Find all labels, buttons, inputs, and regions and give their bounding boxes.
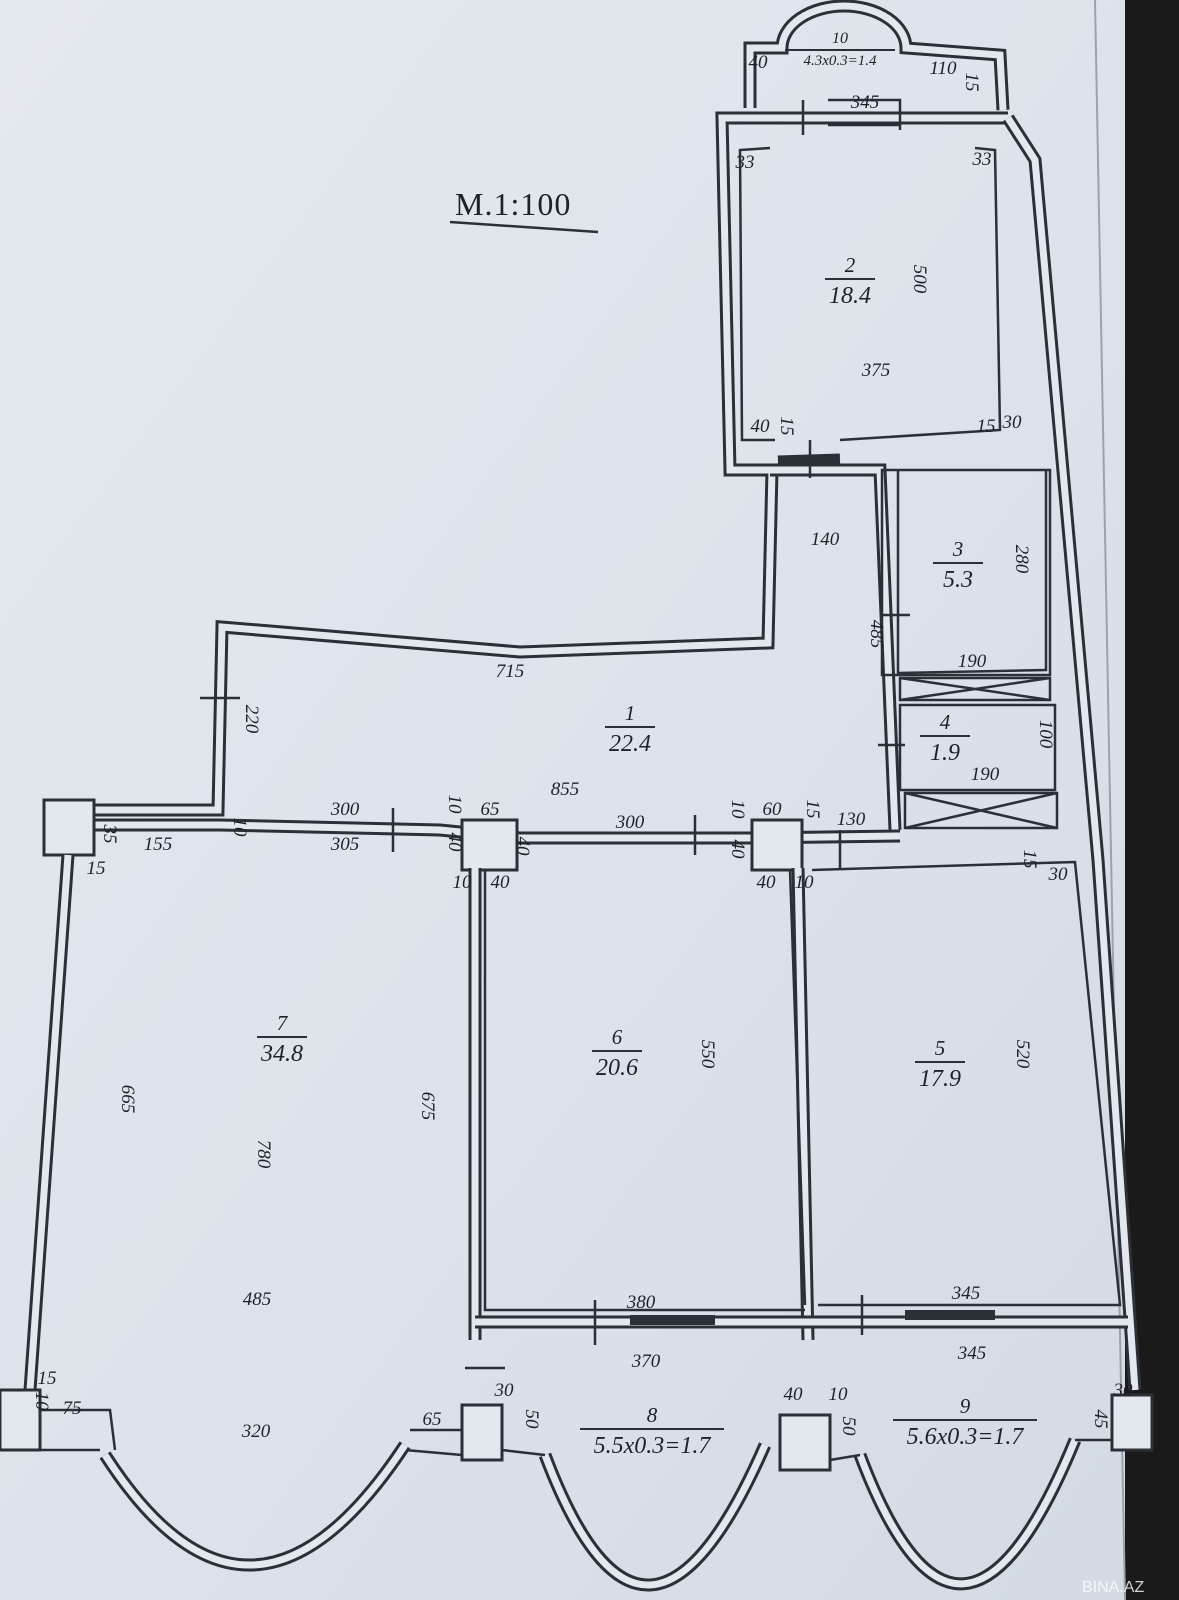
room-9-number: 9: [960, 1394, 971, 1418]
dimension-label: 40: [757, 872, 777, 893]
room-4-area: 1.9: [930, 740, 960, 766]
column: [42, 798, 96, 857]
dimension-label: 33: [735, 152, 755, 173]
column: [460, 818, 519, 872]
dimension-label: 15: [87, 858, 106, 879]
dimension-label: 485: [243, 1289, 272, 1310]
room-7-area: 34.8: [260, 1041, 303, 1067]
dimension-label: 320: [241, 1421, 271, 1442]
dimension-label: 380: [626, 1292, 656, 1313]
dimension-label: 10: [727, 800, 748, 820]
room-5-area: 17.9: [919, 1066, 961, 1092]
dimension-label: 45: [1090, 1410, 1111, 1429]
room-10-area: 4.3x0.3=1.4: [803, 53, 877, 69]
dimension-label: 550: [697, 1040, 718, 1069]
room-labels: 1 22.4 2 18.4 3 5.3 4 1.9 5 17.9 6 20.6 7 34.8 8 5.5x0.…: [257, 30, 1037, 1459]
dimension-label: 40: [444, 833, 465, 853]
paper-edge: [1094, 0, 1126, 1600]
dimension-label: 15: [1019, 850, 1040, 869]
title-underline: [449, 220, 599, 234]
dimension-label: 30: [1113, 1380, 1134, 1401]
dimension-label: 220: [241, 705, 262, 734]
room-4-number: 4: [940, 710, 951, 734]
dimension-label: 345: [957, 1343, 987, 1364]
dimension-label: 35: [99, 824, 120, 844]
dimension-label: 190: [971, 764, 1000, 785]
dimension-label: 40: [491, 872, 511, 893]
dimension-label: 30: [1002, 412, 1023, 433]
room-1-number: 1: [625, 701, 636, 725]
dimension-label: 500: [909, 265, 930, 294]
dimension-label: 65: [481, 799, 500, 820]
dimension-label: 130: [837, 809, 866, 830]
dimension-label: 855: [551, 779, 580, 800]
scale-title: M.1:100: [455, 186, 571, 222]
room-8-area: 5.5x0.3=1.7: [594, 1433, 712, 1459]
dimension-label: 140: [811, 529, 840, 550]
dimension-label: 110: [929, 58, 957, 79]
dimension-label: 155: [144, 834, 173, 855]
dimension-label: 345: [951, 1283, 981, 1304]
room-2-number: 2: [845, 253, 856, 277]
dimension-label: 100: [1035, 720, 1056, 749]
dimension-label: 75: [63, 1398, 82, 1419]
dimension-label: 280: [1011, 545, 1032, 574]
room-7-number: 7: [277, 1011, 289, 1035]
dimension-label: 300: [615, 812, 645, 833]
dimension-label: 33: [972, 149, 992, 170]
dimension-label: 30: [1048, 864, 1069, 885]
watermark: BINA.AZ: [1082, 1579, 1144, 1596]
dimension-label: 10: [31, 1392, 52, 1412]
dimension-label: 370: [631, 1351, 661, 1372]
dimension-label: 675: [417, 1092, 438, 1121]
dimension-label: 40: [512, 837, 533, 857]
dimension-label: 10: [795, 872, 815, 893]
dimension-label: 65: [423, 1409, 442, 1430]
dimension-label: 30: [494, 1380, 515, 1401]
dimension-label: 780: [253, 1140, 274, 1169]
dimension-label: 10: [229, 818, 250, 838]
room-9-area: 5.6x0.3=1.7: [907, 1424, 1025, 1450]
room-6-number: 6: [612, 1025, 623, 1049]
room-6-area: 20.6: [596, 1055, 638, 1081]
dimension-label: 15: [961, 73, 982, 92]
dimension-label: 345: [850, 92, 880, 113]
dimension-label: 520: [1012, 1040, 1033, 1069]
dimension-label: 375: [861, 360, 891, 381]
walls: [0, 0, 1154, 1592]
dimension-label: 15: [776, 417, 797, 436]
dimension-label: 305: [330, 834, 360, 855]
dimension-label: 665: [117, 1085, 138, 1114]
dimension-label: 190: [958, 651, 987, 672]
dimension-label: 40: [784, 1384, 804, 1405]
dimension-label: 15: [802, 800, 823, 819]
dimension-label: 300: [330, 799, 360, 820]
room-10-number: 10: [832, 30, 848, 47]
dimension-label: 15: [977, 416, 996, 437]
room-3-area: 5.3: [943, 567, 973, 593]
dimension-label: 50: [838, 1417, 859, 1437]
room-8-number: 8: [647, 1403, 658, 1427]
column: [750, 818, 804, 872]
dimension-label: 40: [727, 840, 748, 860]
room-1-area: 22.4: [609, 731, 651, 757]
room-3-number: 3: [952, 537, 964, 561]
dimension-label: 60: [763, 799, 783, 820]
dimension-label: 50: [521, 1410, 542, 1430]
room-2-area: 18.4: [829, 283, 871, 309]
room-5-number: 5: [935, 1036, 946, 1060]
dimension-label: 10: [444, 795, 465, 815]
dimension-label: 40: [749, 52, 769, 73]
dimension-label: 15: [38, 1368, 57, 1389]
dimension-label: 10: [829, 1384, 849, 1405]
dimension-label: 715: [496, 661, 525, 682]
dimension-label: 40: [751, 416, 771, 437]
dimension-label: 10: [453, 872, 473, 893]
dimension-label: 485: [866, 620, 887, 649]
